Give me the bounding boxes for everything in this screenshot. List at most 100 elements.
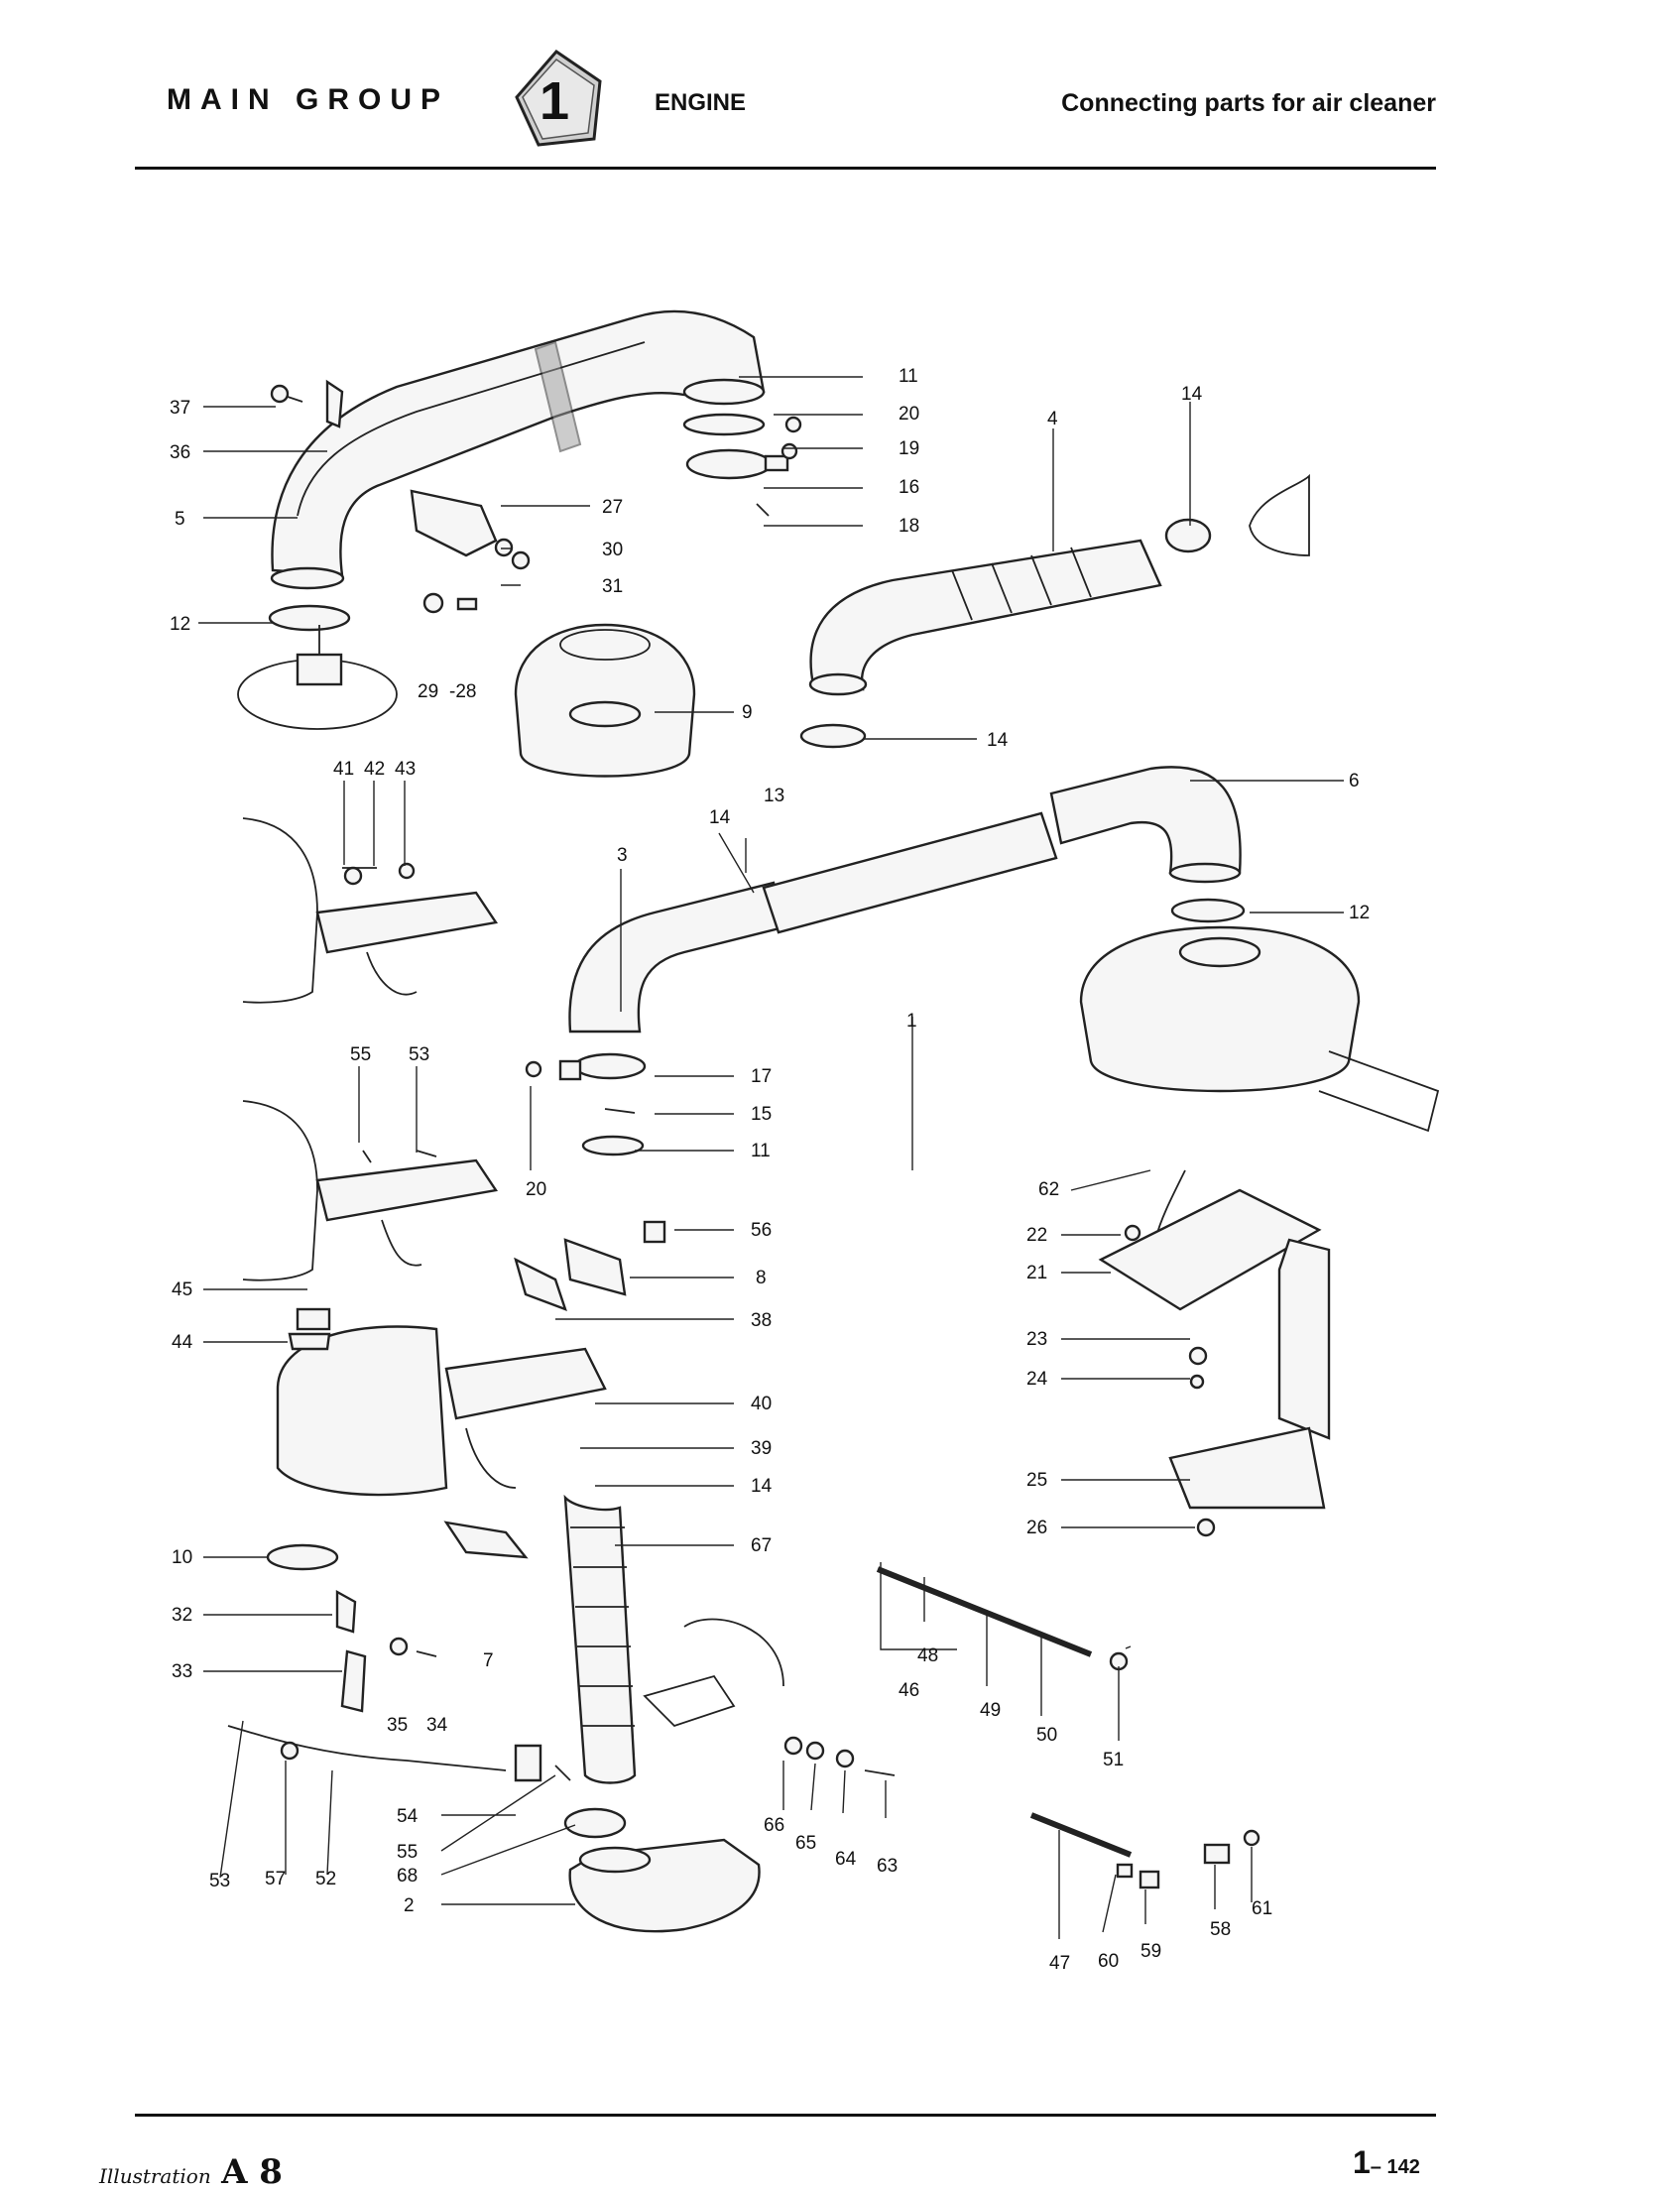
hose-4 [808, 539, 1162, 696]
callout-15: 15 [751, 1104, 772, 1125]
pipe-3-13-6 [568, 766, 1242, 1034]
page-subtitle: Connecting parts for air cleaner [1061, 89, 1436, 117]
callout-28: -28 [449, 681, 476, 702]
callout-5: 5 [175, 509, 185, 530]
callout-44: 44 [172, 1332, 193, 1353]
page-number: 1– 142 [1353, 2144, 1420, 2181]
callout-20-b: 20 [526, 1179, 546, 1200]
callout-23: 23 [1026, 1329, 1047, 1350]
gasket-12-top [268, 604, 351, 632]
illustration-label: Illustration A 8 [99, 2152, 283, 2192]
callout-32: 32 [172, 1605, 192, 1626]
callout-66: 66 [764, 1815, 784, 1836]
callout-12-b: 12 [1349, 903, 1370, 923]
main-group-label: MAIN GROUP [167, 83, 449, 116]
callout-20: 20 [899, 404, 919, 425]
callout-12: 12 [170, 614, 190, 635]
callout-36: 36 [170, 442, 190, 463]
filter-housing-lower [276, 1325, 607, 1497]
callout-11-b: 11 [751, 1141, 771, 1161]
callout-34: 34 [426, 1715, 448, 1736]
page-number-main: 1 [1353, 2144, 1371, 2180]
callout-55-a: 55 [350, 1044, 371, 1065]
callout-48: 48 [917, 1645, 938, 1666]
callout-46: 46 [899, 1680, 919, 1701]
callout-57: 57 [265, 1869, 286, 1889]
illustration-code: A 8 [221, 2152, 283, 2192]
callout-33: 33 [172, 1661, 192, 1682]
callout-2: 2 [404, 1895, 415, 1916]
stud-base [237, 625, 398, 730]
callout-31: 31 [602, 576, 623, 597]
callout-26: 26 [1026, 1518, 1047, 1538]
callout-61: 61 [1252, 1898, 1272, 1919]
callout-43: 43 [395, 759, 416, 780]
callout-24: 24 [1026, 1369, 1048, 1390]
callout-30: 30 [602, 540, 623, 560]
callout-41: 41 [333, 759, 354, 780]
callout-14-d: 14 [751, 1476, 773, 1497]
callout-3: 3 [617, 845, 628, 866]
callout-58: 58 [1210, 1919, 1231, 1940]
footer-rule [135, 2114, 1436, 2117]
callout-49: 49 [980, 1700, 1001, 1721]
callout-14-a: 14 [1181, 384, 1203, 405]
callout-63: 63 [877, 1856, 898, 1877]
callout-65: 65 [795, 1833, 816, 1854]
callout-21: 21 [1026, 1263, 1047, 1283]
callout-17: 17 [751, 1066, 772, 1087]
callout-16: 16 [899, 477, 919, 498]
callout-6: 6 [1349, 771, 1360, 792]
callout-60: 60 [1098, 1951, 1119, 1972]
air-cleaner-9 [514, 623, 696, 778]
callout-64: 64 [835, 1849, 857, 1870]
callout-35: 35 [387, 1715, 408, 1736]
clip-36-37 [270, 379, 344, 428]
callout-39: 39 [751, 1438, 772, 1459]
bracket-27 [410, 489, 498, 557]
callout-40: 40 [751, 1394, 772, 1414]
callout-22: 22 [1026, 1225, 1047, 1246]
callout-55-b: 55 [397, 1842, 418, 1863]
callout-51: 51 [1103, 1750, 1124, 1770]
callout-42: 42 [364, 759, 385, 780]
section-title: ENGINE [655, 89, 747, 116]
header-rule [135, 167, 1436, 170]
flex-hose-67 [563, 1494, 637, 1784]
callout-labels: 37 36 5 12 29 -28 27 30 31 11 20 19 16 1… [170, 366, 1370, 1974]
callout-52: 52 [315, 1869, 336, 1889]
callout-45: 45 [172, 1279, 192, 1300]
callout-53-b: 53 [209, 1871, 230, 1891]
callout-38: 38 [751, 1310, 772, 1331]
callout-8: 8 [756, 1268, 767, 1288]
callout-68: 68 [397, 1866, 418, 1887]
callout-59: 59 [1140, 1941, 1161, 1962]
group-number-badge: 1 [515, 50, 602, 147]
page-header: MAIN GROUP 1 ENGINE Connecting parts for… [0, 0, 1680, 174]
callout-62: 62 [1038, 1179, 1059, 1200]
callout-13: 13 [764, 786, 784, 806]
callout-47: 47 [1049, 1953, 1070, 1974]
callout-56: 56 [751, 1220, 772, 1241]
page-number-suffix: – 142 [1370, 2156, 1420, 2178]
callout-11: 11 [899, 366, 918, 387]
rod-assembly [876, 1566, 1093, 1657]
mounting-bracket-21 [1098, 1188, 1331, 1510]
callout-19: 19 [899, 438, 919, 459]
callout-37: 37 [170, 398, 190, 419]
group-number: 1 [540, 71, 569, 131]
callout-18: 18 [899, 516, 919, 537]
callout-67: 67 [751, 1535, 772, 1556]
callout-29: 29 [418, 681, 438, 702]
filter-housing-middle [242, 1100, 499, 1281]
callout-9: 9 [742, 702, 753, 723]
callout-7: 7 [483, 1650, 494, 1671]
filter-housing-upper [242, 817, 499, 1004]
elbow-pipe-5 [270, 309, 766, 590]
callout-25: 25 [1026, 1470, 1047, 1491]
callout-14-b: 14 [987, 730, 1009, 751]
callout-10: 10 [172, 1547, 192, 1568]
callout-14-c: 14 [709, 807, 731, 828]
callout-1: 1 [906, 1011, 917, 1032]
